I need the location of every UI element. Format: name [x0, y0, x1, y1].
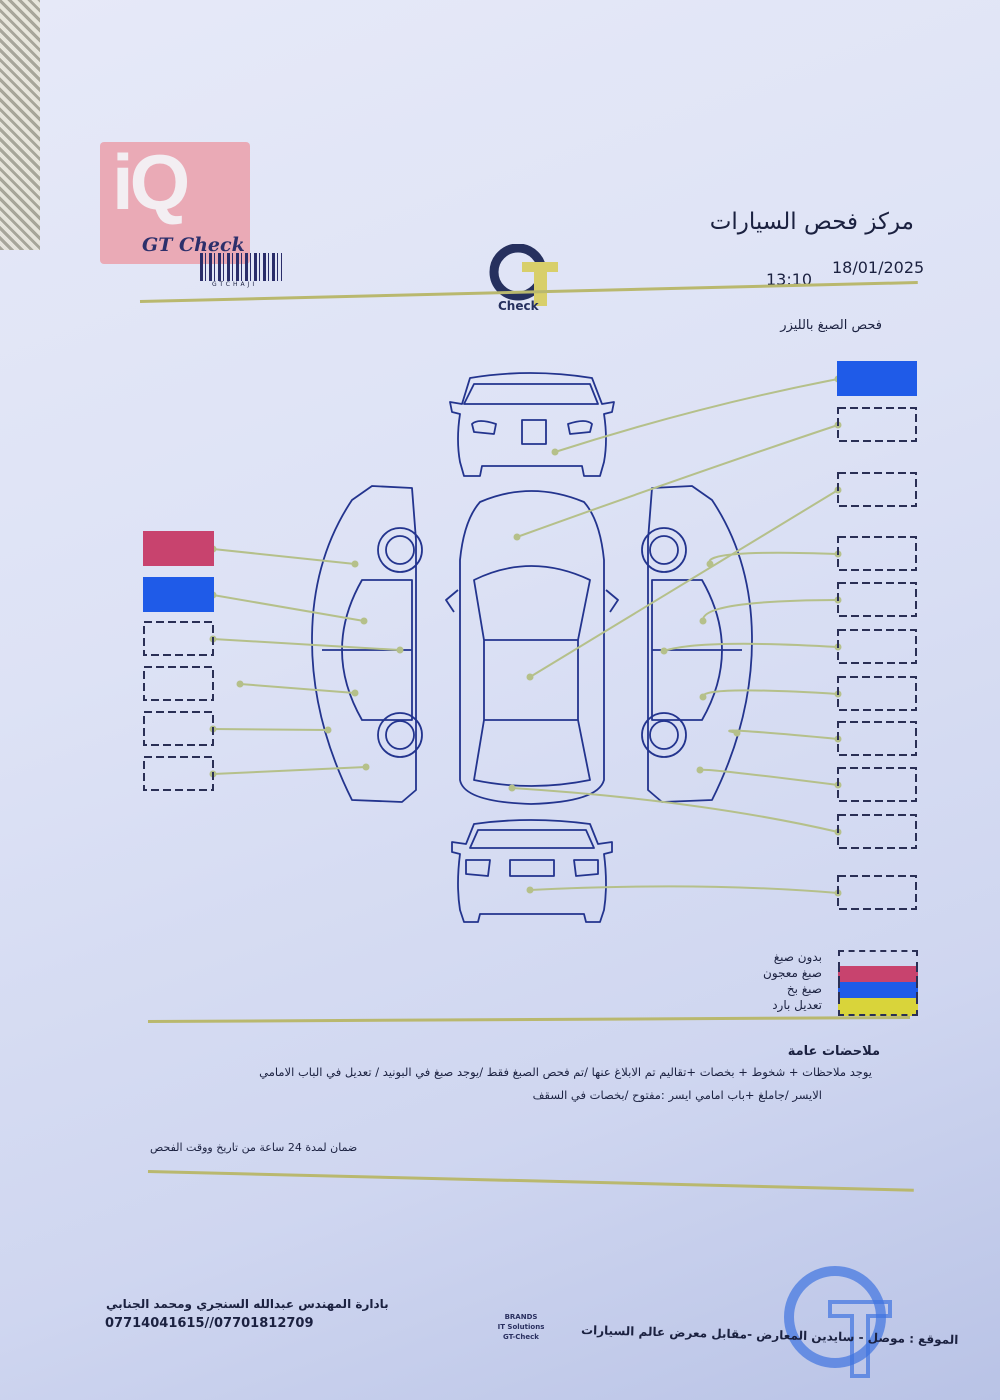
leader-line	[728, 729, 839, 740]
panel-box-right-4	[837, 536, 917, 571]
car-front-view	[449, 372, 615, 477]
barcode-caption: GTCHAJI	[212, 281, 258, 288]
panel-box-left-3	[143, 621, 214, 656]
watermark-logo: iQ GT Check	[100, 142, 250, 264]
legend-divider	[147, 1016, 910, 1023]
panel-point	[324, 726, 332, 734]
report-date: 18/01/2025	[832, 258, 925, 277]
panel-point	[551, 448, 559, 456]
barcode	[200, 253, 282, 281]
gt-check-logo: Check	[489, 244, 558, 312]
legend-label: بدون صبغ	[773, 950, 822, 964]
brands-block: BRANDS IT Solutions GT-Check	[490, 1312, 552, 1342]
panel-point	[351, 560, 359, 568]
leader-line	[663, 642, 839, 652]
leader-line	[516, 424, 839, 538]
leader-line	[212, 638, 401, 651]
panel-box-left-5	[143, 711, 214, 746]
leader-line	[212, 728, 329, 731]
brands-line: IT Solutions	[497, 1323, 545, 1331]
panel-point	[362, 763, 370, 771]
panel-box-right-3	[837, 472, 917, 507]
leader-line	[239, 683, 356, 694]
panel-box-right-6	[837, 629, 917, 664]
leader-line	[212, 766, 367, 775]
panel-point	[699, 693, 707, 701]
phone-numbers: 07714041615//07701812709	[105, 1316, 314, 1331]
panel-box-right-1	[837, 361, 917, 396]
panel-box-right-10	[837, 814, 917, 849]
leader-line	[529, 489, 839, 678]
panel-box-right-8	[837, 721, 917, 756]
panel-point	[351, 689, 359, 697]
watermark-brand: GT Check	[142, 234, 245, 256]
car-rear-view	[451, 819, 613, 923]
panel-point	[513, 533, 521, 541]
panel-box-right-11	[837, 875, 917, 910]
company-stamp	[784, 1266, 892, 1378]
notes-line-2: الايسر /جاملغ +باب امامي ايسر :مفتوح /بخ…	[532, 1088, 822, 1102]
leader-line	[511, 787, 839, 833]
car-diagram	[143, 361, 917, 923]
panel-point	[733, 729, 741, 737]
management-names: بادارة المهندس عبدالله السنجري ومحمد الج…	[106, 1297, 389, 1311]
warranty-text: ضمان لمدة 24 ساعة من تاريخ ووقت الفحص	[150, 1141, 358, 1154]
legend-swatch-none	[838, 950, 918, 968]
car-left-side-view	[311, 485, 423, 803]
location-text: الموقع : موصل - سايدين المعارض -مقابل مع…	[580, 1323, 959, 1347]
watermark-text: iQ	[112, 138, 190, 226]
logo-text: Check	[498, 299, 540, 312]
panel-point	[360, 617, 368, 625]
panel-point	[706, 560, 714, 568]
leader-line	[554, 378, 839, 453]
panel-point	[508, 784, 516, 792]
panel-box-left-6	[143, 756, 214, 791]
legend-swatch-cold_repair	[838, 998, 918, 1016]
brands-line: GT-Check	[503, 1333, 539, 1341]
panel-point	[696, 766, 704, 774]
leader-line	[529, 885, 839, 894]
section-title: فحص الصبغ بالليزر	[780, 318, 882, 333]
panel-box-left-4	[143, 666, 214, 701]
notes-heading: ملاحضات عامة	[787, 1044, 880, 1059]
page-title: مركز فحص السيارات	[709, 209, 914, 235]
panel-box-left-1	[143, 531, 214, 566]
panel-box-right-7	[837, 676, 917, 711]
leader-line	[212, 594, 365, 622]
leader-line	[702, 599, 839, 622]
panel-box-right-5	[837, 582, 917, 617]
leader-line	[708, 551, 839, 565]
panel-point	[699, 617, 707, 625]
legend-swatch-putty	[838, 966, 918, 982]
panel-point	[236, 680, 244, 688]
brands-line: BRANDS	[504, 1313, 538, 1321]
panel-box-right-2	[837, 407, 917, 442]
panel-point	[526, 673, 534, 681]
background-texture	[0, 0, 40, 250]
legend-swatch-sprayed	[838, 982, 918, 998]
panel-point	[660, 647, 668, 655]
notes-line-1: يوجد ملاحظات + شخوط + بخصات +تقاليم تم ا…	[259, 1065, 872, 1079]
notes-divider	[147, 1170, 914, 1192]
legend-label: تعديل بارد	[772, 998, 822, 1012]
panel-point	[396, 646, 404, 654]
panel-box-right-9	[837, 767, 917, 802]
panel-point	[526, 886, 534, 894]
leader-line	[702, 689, 839, 698]
car-top-view	[445, 490, 619, 805]
leader-line	[212, 548, 356, 565]
legend-label: صبغ معجون	[763, 966, 822, 980]
legend-label: صبغ بخ	[786, 982, 822, 996]
panel-box-left-2	[143, 577, 214, 612]
